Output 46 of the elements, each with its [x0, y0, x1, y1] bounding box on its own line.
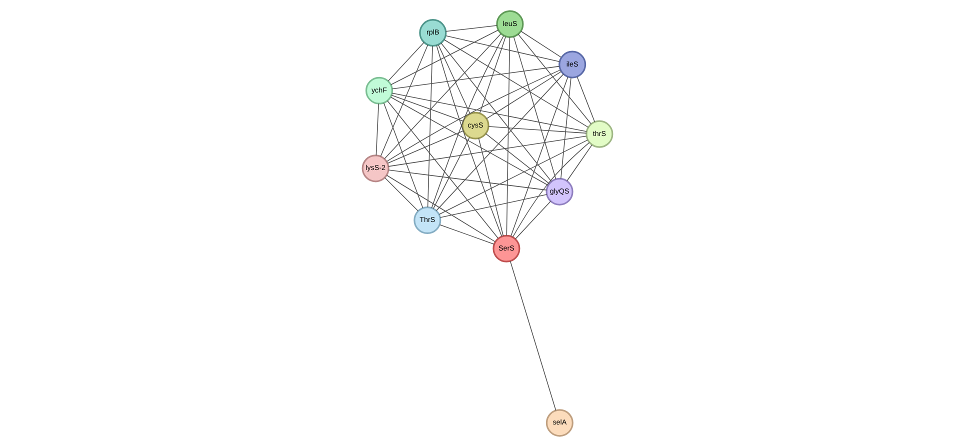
connector — [436, 45, 502, 237]
connector — [388, 136, 587, 167]
connector — [387, 100, 499, 239]
connector — [445, 35, 560, 62]
connector — [478, 138, 504, 236]
connector — [432, 136, 470, 210]
connector — [479, 36, 506, 114]
connector — [510, 76, 568, 237]
connector — [444, 39, 589, 128]
connector — [438, 140, 588, 215]
connector — [510, 260, 556, 411]
connector — [386, 70, 561, 162]
connector — [431, 35, 504, 208]
connector — [576, 76, 596, 122]
connector — [384, 33, 502, 160]
connector — [388, 170, 547, 190]
connector — [380, 44, 428, 157]
connector — [392, 66, 560, 90]
connector — [513, 36, 556, 180]
connector — [488, 126, 587, 134]
connector — [515, 200, 552, 240]
connector — [560, 77, 572, 180]
connector — [383, 102, 424, 208]
connector — [485, 133, 550, 184]
connector — [376, 103, 379, 156]
connector — [518, 34, 592, 124]
connector — [391, 94, 464, 122]
connector — [445, 25, 498, 32]
connector — [486, 71, 562, 120]
connector — [386, 174, 496, 242]
connector — [566, 144, 592, 182]
connector — [390, 30, 499, 86]
connector — [387, 130, 464, 164]
connector — [390, 96, 548, 186]
connector — [438, 44, 470, 114]
connector — [439, 224, 495, 245]
connector — [506, 36, 510, 236]
connector — [388, 42, 424, 82]
connector — [440, 194, 548, 218]
connector — [427, 46, 433, 208]
connector — [436, 74, 564, 212]
connector — [520, 30, 562, 58]
connector — [392, 92, 587, 132]
connector — [384, 177, 419, 212]
connector — [440, 42, 552, 182]
connector — [512, 142, 590, 238]
